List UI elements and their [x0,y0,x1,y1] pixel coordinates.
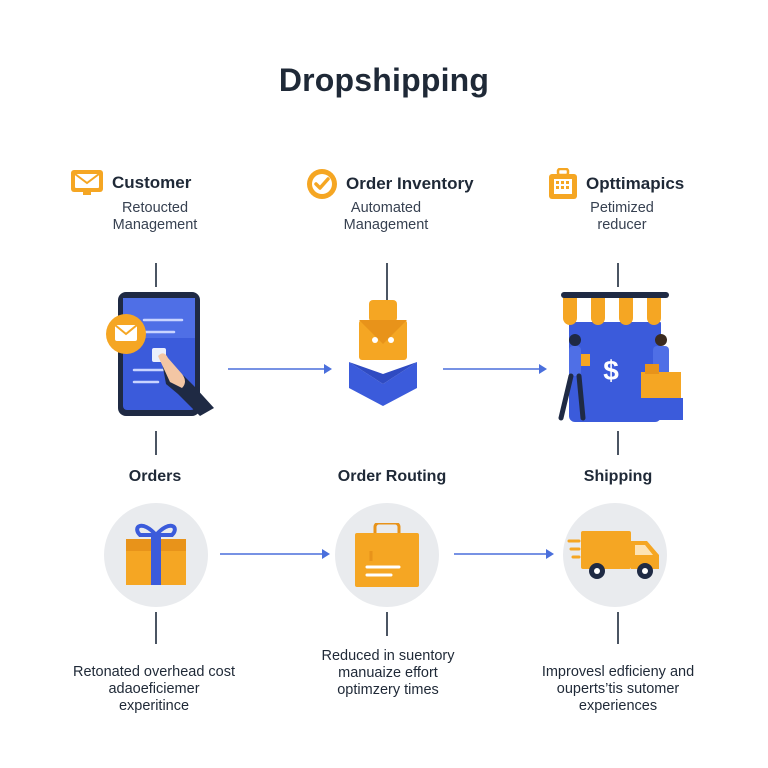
connector-line [617,612,619,644]
description-line: adaoe️ficiemer [108,681,200,697]
icon-circle [563,503,667,607]
flow-arrow [454,547,554,561]
page-title: Dropshipping [278,62,490,98]
description-line: ouperts’tis sutomer [556,681,680,697]
header-label: Customer [112,173,192,192]
header-subtext: Automated Management [286,200,486,234]
inventory-box-illustration [345,300,429,412]
flow-arrow [228,362,332,376]
description-orders: Retonated overhead cost adaoe️ficiemer e… [34,664,274,715]
connector-line [617,431,619,455]
gift-box-icon [124,517,188,589]
description-line: Reduced in suentory [321,648,455,664]
connector-line [155,612,157,644]
header-label: Opttimapics [586,174,685,193]
tablet-illustration [104,290,219,420]
subtext-line: Management [343,217,429,233]
description-shipping: Improvesl edficieny and ouperts’tis suto… [498,664,738,715]
icon-circle [335,503,439,607]
connector-line [155,263,157,287]
flow-arrow [443,362,547,376]
connector-line [155,431,157,455]
description-line: Improvesl edficieny and [541,664,695,680]
subtext-line: reducer [597,217,647,233]
subtext-line: Petimized [590,200,654,216]
flow-arrow [220,547,330,561]
description-line: experitince [118,698,190,714]
label-order-routing: Order Routing [337,468,447,485]
header-customer: Customer [70,168,191,198]
subtext-line: Retoucted [121,200,189,216]
shopping-bag-icon [353,523,421,589]
header-label: Order Inventory [346,174,474,193]
icon-circle [104,503,208,607]
connector-line [386,612,388,636]
header-subtext: Petimized reducer [522,200,722,234]
header-opttimapics: Opttimapics [548,168,684,200]
header-order-inventory: Order Inventory [306,168,474,200]
subtext-line: Automated [350,200,422,216]
description-line: manuaize effort [338,665,438,681]
checkmark-badge-icon [306,168,338,200]
calendar-briefcase-icon [548,168,578,200]
description-order-routing: Reduced in suentory manuaize effort opti… [268,648,508,699]
connector-line [617,263,619,287]
subtext-line: Management [112,217,198,233]
description-line: Retonated overhead cost [72,664,236,680]
header-subtext: Retoucted Management [55,200,255,234]
description-line: experiences [578,698,658,714]
description-line: optimzery times [337,682,439,698]
storefront-illustration: $ [555,288,685,428]
delivery-truck-icon [567,527,665,585]
connector-line [386,263,388,301]
email-icon [70,168,104,198]
svg-text:$: $ [603,355,619,386]
label-orders: Orders [128,468,182,485]
label-shipping: Shipping [583,468,653,485]
